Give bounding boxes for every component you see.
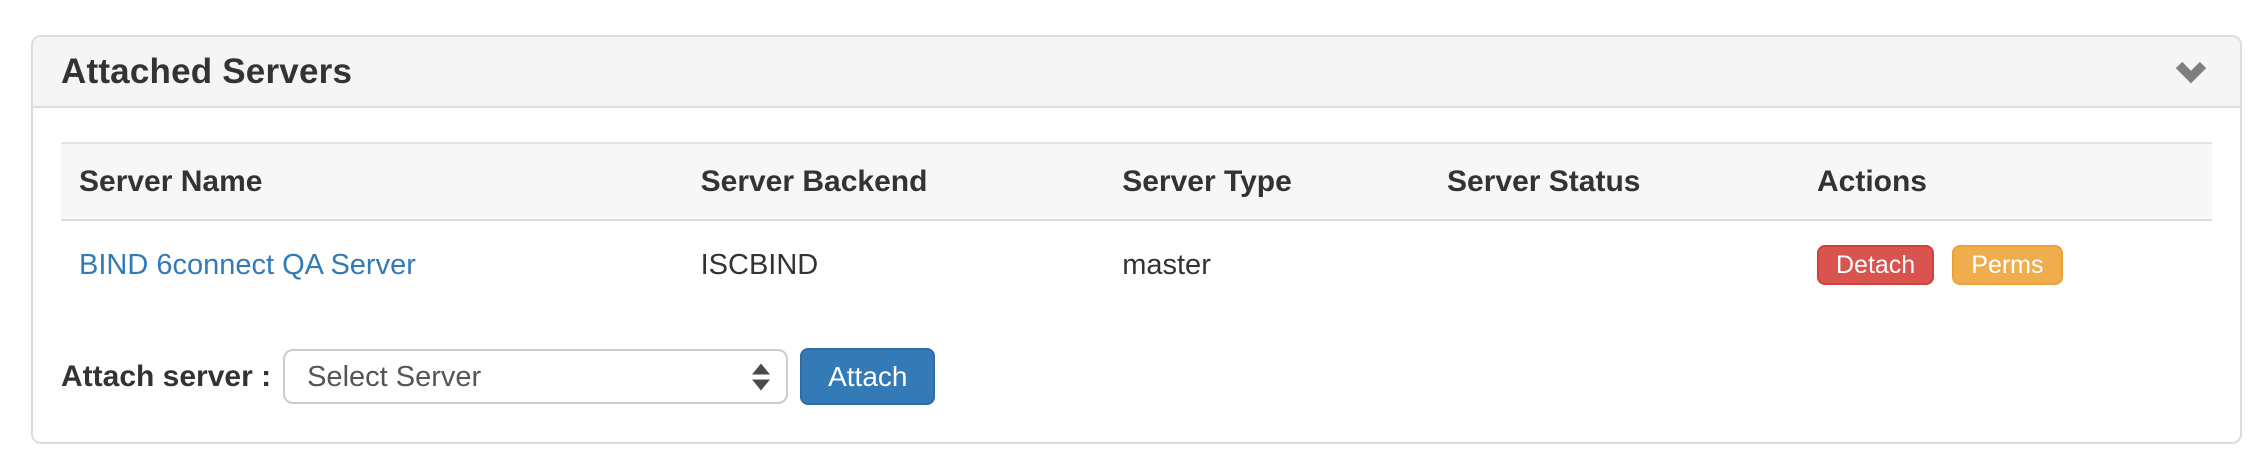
server-name-cell: BIND 6connect QA Server <box>61 220 683 309</box>
server-name-link[interactable]: BIND 6connect QA Server <box>79 248 416 281</box>
server-select-wrap: Select Server <box>283 349 789 404</box>
column-header-server-type: Server Type <box>1104 143 1430 221</box>
chevron-down-icon <box>2174 60 2208 84</box>
server-type-cell: master <box>1122 248 1211 281</box>
panel-title: Attached Servers <box>61 51 353 91</box>
collapse-panel-button[interactable] <box>2174 60 2208 84</box>
attach-server-row: Attach server : Select Server Attach <box>61 348 2212 405</box>
panel-body: Server Name Server Backend Server Type S… <box>33 108 2240 442</box>
table-row: BIND 6connect QA Server ISCBIND master D… <box>61 220 2212 309</box>
panel-header: Attached Servers <box>33 37 2240 108</box>
attached-servers-panel: Attached Servers Server Name Server Back… <box>31 35 2242 444</box>
table-header-row: Server Name Server Backend Server Type S… <box>61 143 2212 221</box>
perms-button[interactable]: Perms <box>1952 245 2063 285</box>
column-header-server-status: Server Status <box>1429 143 1799 221</box>
column-header-server-backend: Server Backend <box>682 143 1105 221</box>
server-status-cell <box>1429 220 1799 309</box>
server-backend-cell: ISCBIND <box>700 248 819 281</box>
detach-button[interactable]: Detach <box>1816 245 1935 285</box>
server-select[interactable]: Select Server <box>283 349 789 404</box>
attached-servers-table: Server Name Server Backend Server Type S… <box>61 142 2212 309</box>
column-header-actions: Actions <box>1798 143 2212 221</box>
attach-server-label: Attach server : <box>61 359 272 393</box>
actions-cell: Detach Perms <box>1799 220 2212 309</box>
attach-button[interactable]: Attach <box>800 348 936 405</box>
column-header-server-name: Server Name <box>61 143 683 221</box>
